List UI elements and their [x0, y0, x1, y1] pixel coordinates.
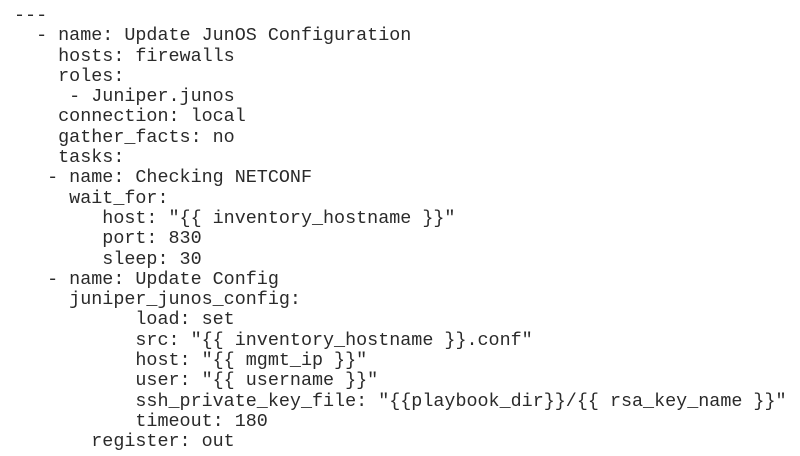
code-line-load: load: set: [14, 309, 235, 331]
code-line-config-host: host: "{{ mgmt_ip }}": [14, 350, 368, 372]
code-line-task2-name: - name: Update Config: [14, 268, 279, 290]
code-line-task1-name: - name: Checking NETCONF: [14, 167, 312, 189]
code-line-connection: connection: local: [14, 106, 246, 128]
code-line-junos-config-module: juniper_junos_config:: [14, 289, 301, 311]
code-line-wait-for-sleep: sleep: 30: [14, 248, 202, 270]
code-line-hosts: hosts: firewalls: [14, 45, 235, 67]
code-line-register: register: out: [14, 431, 235, 453]
code-line-wait-for-host: host: "{{ inventory_hostname }}": [14, 207, 456, 229]
code-line-role-item: - Juniper.junos: [14, 86, 235, 108]
code-line-gather-facts: gather_facts: no: [14, 126, 235, 148]
code-line-document-start: ---: [14, 5, 48, 26]
code-line-wait-for-port: port: 830: [14, 228, 202, 250]
code-line-user: user: "{{ username }}": [14, 370, 379, 392]
code-line-play-name: - name: Update JunOS Configuration: [14, 25, 412, 47]
code-line-timeout: timeout: 180: [14, 410, 268, 432]
code-line-wait-for: wait_for:: [14, 187, 169, 209]
code-line-ssh-private-key-file: ssh_private_key_file: "{{playbook_dir}}/…: [14, 390, 787, 412]
code-line-src: src: "{{ inventory_hostname }}.conf": [14, 329, 533, 351]
code-line-roles: roles:: [14, 65, 125, 87]
code-line-tasks: tasks:: [14, 147, 125, 169]
